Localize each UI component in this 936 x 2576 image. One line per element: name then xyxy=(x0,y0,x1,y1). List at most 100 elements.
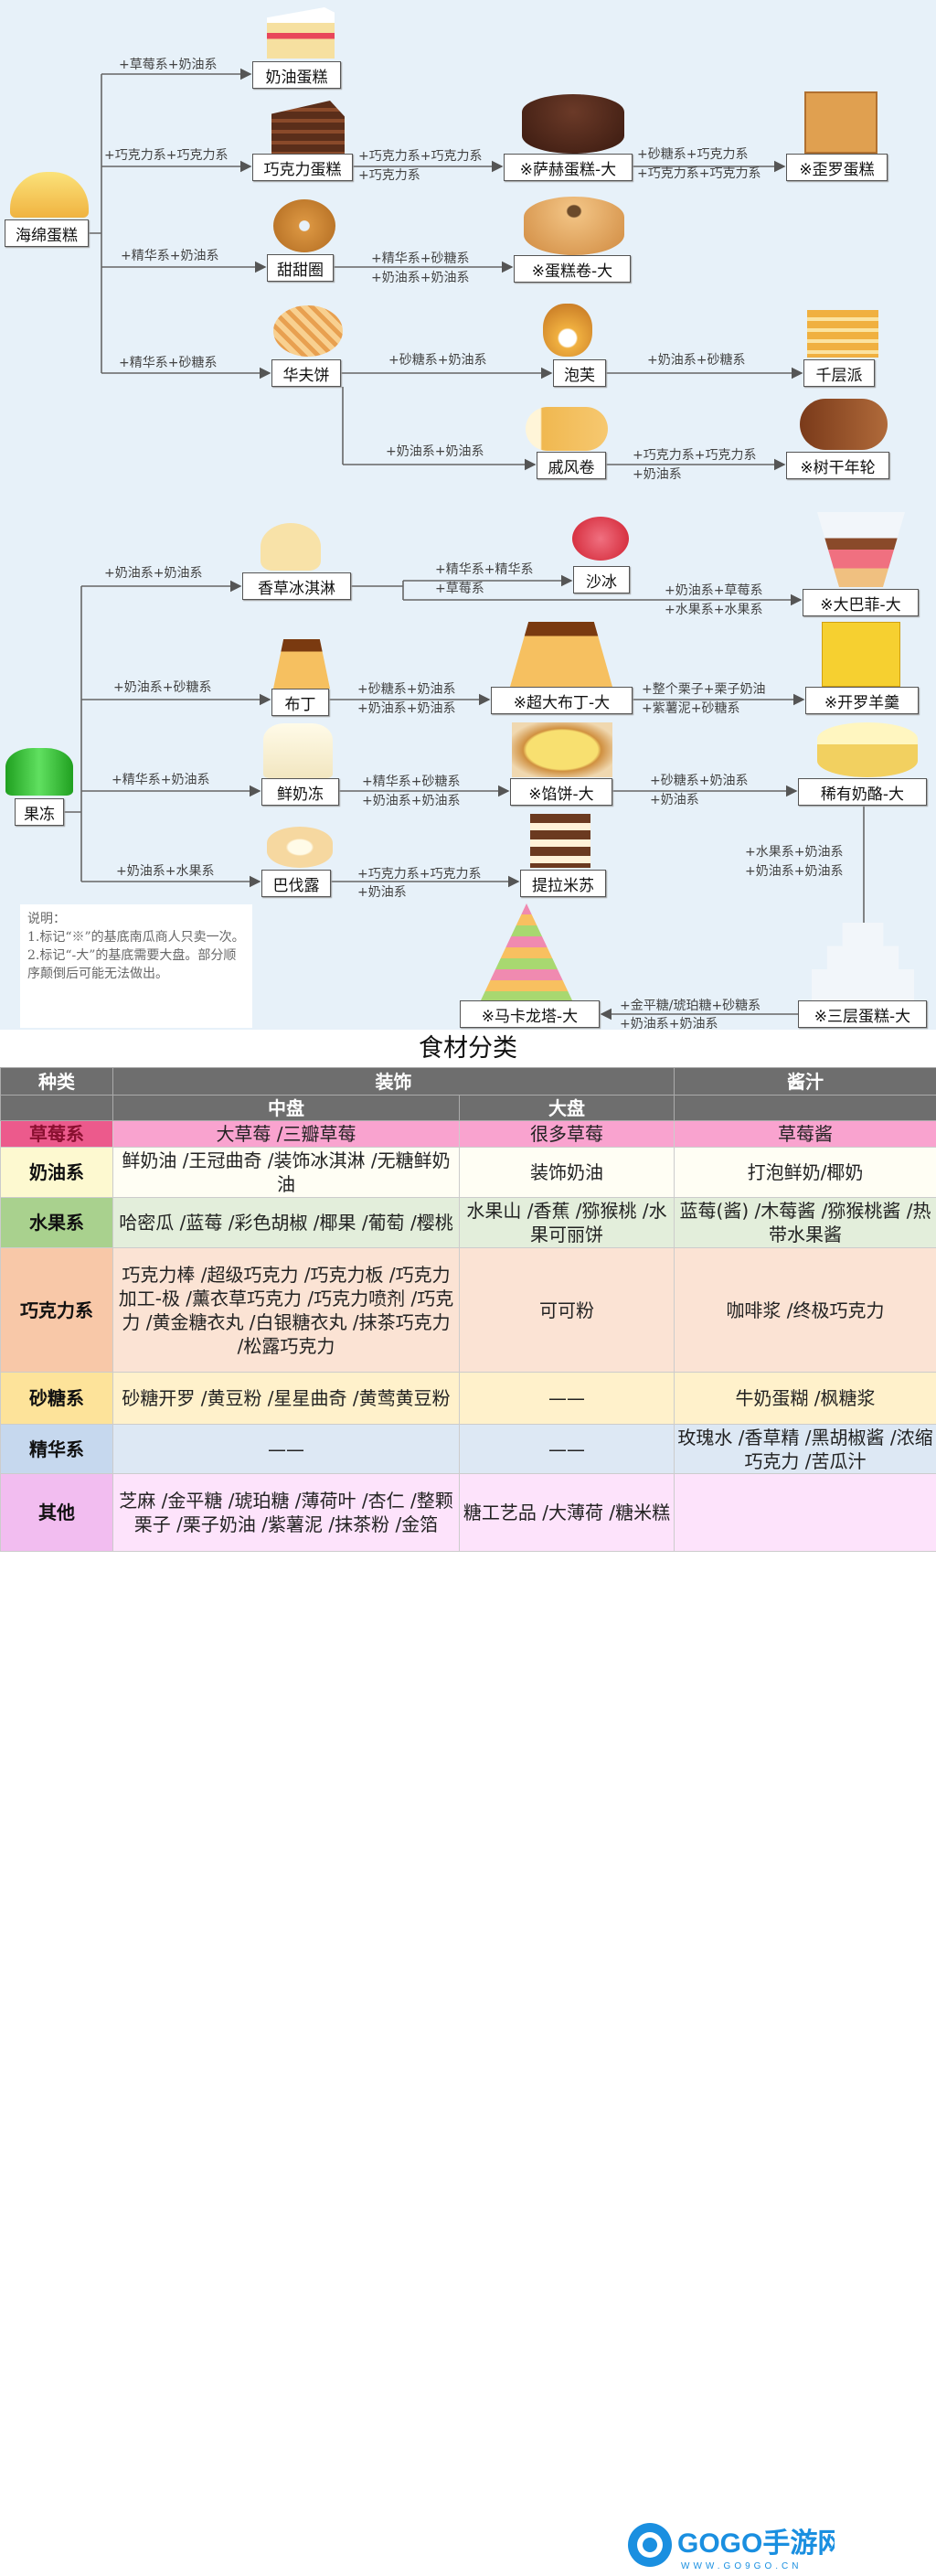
waffle-icon xyxy=(273,305,343,357)
cell-medium: 芝麻 /金平糖 /琥珀糖 /薄荷叶 /杏仁 /整颗栗子 /栗子奶油 /紫薯泥 /… xyxy=(113,1474,460,1552)
node-tiramisu: 提拉米苏 xyxy=(520,870,606,897)
cell-medium: 巧克力棒 /超级巧克力 /巧克力板 /巧克力加工-极 /薰衣草巧克力 /巧克力喷… xyxy=(113,1248,460,1373)
node-cake-roll: ※蛋糕卷-大 xyxy=(514,255,631,283)
yokan-icon xyxy=(822,622,900,687)
shaved-ice-icon xyxy=(572,517,629,561)
mille-feuille-icon xyxy=(807,310,878,358)
cheesecake-icon xyxy=(817,722,918,777)
edge-label: +巧克力系+巧克力系 xyxy=(104,148,228,164)
node-jelly: 果冻 xyxy=(15,798,64,826)
node-chiffon-roll: 戚风卷 xyxy=(537,452,606,479)
edge-label: +奶油系+奶油系 xyxy=(104,566,202,582)
edge-label: +砂糖系+奶油系 xyxy=(650,774,748,789)
table-row: 奶油系鲜奶油 /王冠曲奇 /装饰冰淇淋 /无糖鲜奶油装饰奶油打泡鲜奶/椰奶 xyxy=(1,1148,936,1198)
edge-label: +草莓系+奶油系 xyxy=(119,58,217,73)
panna-cotta-icon xyxy=(263,723,333,778)
cell-sauce: 打泡鲜奶/椰奶 xyxy=(675,1148,936,1198)
node-macaron-tower: ※马卡龙塔-大 xyxy=(460,1000,600,1028)
cell-sauce: 玫瑰水 /香草精 /黑胡椒酱 /浓缩巧克力 /苦瓜汁 xyxy=(675,1425,936,1474)
node-sponge-cake: 海绵蛋糕 xyxy=(5,219,89,247)
edge-label: +巧克力系+巧克力系 xyxy=(357,867,481,882)
node-shaved-ice: 沙冰 xyxy=(573,566,630,593)
svg-text:GOGO手游网: GOGO手游网 xyxy=(677,2528,835,2559)
node-bavarois: 巴伐露 xyxy=(261,870,331,897)
bavarois-icon xyxy=(267,827,333,868)
sacher-cake-icon xyxy=(522,94,624,154)
edge-label: +紫薯泥+砂糖系 xyxy=(642,701,739,717)
cell-sauce: 草莓酱 xyxy=(675,1121,936,1148)
gogo-logo-icon: GOGO手游网 WWW.GO9GO.CN xyxy=(624,2517,835,2572)
edge-label: +奶油系 xyxy=(633,467,682,483)
header-decor: 装饰 xyxy=(113,1068,675,1096)
header-large: 大盘 xyxy=(460,1096,675,1121)
ingredient-table-section: 食材分类 种类 装饰 酱汁 中盘 大盘 草莓系大草莓 /三瓣草莓很多草莓草莓酱奶… xyxy=(0,1030,936,1551)
edge-label: +奶油系+奶油系 xyxy=(745,864,843,880)
node-pudding: 布丁 xyxy=(271,689,329,716)
cell-large: —— xyxy=(460,1425,675,1474)
edge-label: +奶油系+水果系 xyxy=(116,864,214,880)
box-cake-icon xyxy=(804,91,878,154)
recipe-diagram: 海绵蛋糕 奶油蛋糕 巧克力蛋糕 ※萨赫蛋糕-大 ※歪罗蛋糕 甜甜圈 ※蛋糕卷-大… xyxy=(0,0,936,1030)
edge-label: +奶油系 xyxy=(650,793,699,808)
node-tart: ※馅饼-大 xyxy=(510,778,612,806)
edge-label: +巧克力系+巧克力系 xyxy=(633,448,756,464)
cell-large: 可可粉 xyxy=(460,1248,675,1373)
cell-medium: 大草莓 /三瓣草莓 xyxy=(113,1121,460,1148)
edge-label: +砂糖系+奶油系 xyxy=(357,682,455,698)
cell-sauce: 咖啡浆 /终极巧克力 xyxy=(675,1248,936,1373)
edge-label: +巧克力系 xyxy=(358,168,420,184)
gogo-watermark-logo: GOGO手游网 WWW.GO9GO.CN xyxy=(624,2517,835,2572)
node-cream-cake: 奶油蛋糕 xyxy=(252,61,341,89)
cell-medium: 砂糖开罗 /黄豆粉 /星星曲奇 /黄莺黄豆粉 xyxy=(113,1373,460,1425)
table-row: 精华系————玫瑰水 /香草精 /黑胡椒酱 /浓缩巧克力 /苦瓜汁 xyxy=(1,1425,936,1474)
donut-icon xyxy=(273,199,335,252)
cell-sauce xyxy=(675,1474,936,1552)
cell-type: 精华系 xyxy=(1,1425,113,1474)
node-log-cake: ※树干年轮 xyxy=(786,452,889,479)
node-waffle: 华夫饼 xyxy=(271,359,341,387)
edge-label: +砂糖系+奶油系 xyxy=(388,353,486,369)
edge-label: +整个栗子+栗子奶油 xyxy=(642,682,765,698)
node-cheesecake: 稀有奶酪-大 xyxy=(798,778,927,806)
cell-type: 砂糖系 xyxy=(1,1373,113,1425)
cell-type: 水果系 xyxy=(1,1198,113,1248)
note-line: 2.标记“-大”的基底需要大盘。部分顺序颠倒后可能无法做出。 xyxy=(27,946,245,983)
cell-large: —— xyxy=(460,1373,675,1425)
table-row: 其他芝麻 /金平糖 /琥珀糖 /薄荷叶 /杏仁 /整颗栗子 /栗子奶油 /紫薯泥… xyxy=(1,1474,936,1552)
note-title: 说明： xyxy=(27,910,245,928)
table-row: 水果系哈密瓜 /蓝莓 /彩色胡椒 /椰果 /葡萄 /樱桃水果山 /香蕉 /猕猴桃… xyxy=(1,1198,936,1248)
edge-label: +奶油系+砂糖系 xyxy=(647,353,745,369)
chiffon-roll-icon xyxy=(526,407,608,451)
cell-type: 巧克力系 xyxy=(1,1248,113,1373)
cell-medium: 哈密瓜 /蓝莓 /彩色胡椒 /椰果 /葡萄 /樱桃 xyxy=(113,1198,460,1248)
header-type: 种类 xyxy=(1,1068,113,1096)
note-line: 1.标记“※”的基底南瓜商人只卖一次。 xyxy=(27,928,245,946)
node-box-cake: ※歪罗蛋糕 xyxy=(786,154,888,181)
cell-type: 其他 xyxy=(1,1474,113,1552)
cell-type: 草莓系 xyxy=(1,1121,113,1148)
node-parfait: ※大巴菲-大 xyxy=(803,589,919,616)
node-sacher-cake: ※萨赫蛋糕-大 xyxy=(504,154,633,181)
edge-label: +奶油系+草莓系 xyxy=(665,583,762,599)
log-cake-icon xyxy=(800,399,888,450)
node-panna-cotta: 鲜奶冻 xyxy=(261,778,339,806)
table-row: 巧克力系巧克力棒 /超级巧克力 /巧克力板 /巧克力加工-极 /薰衣草巧克力 /… xyxy=(1,1248,936,1373)
cell-medium: —— xyxy=(113,1425,460,1474)
node-mille-feuille: 千层派 xyxy=(803,359,875,387)
edge-label: +砂糖系+巧克力系 xyxy=(637,147,748,163)
edge-label: +精华系+砂糖系 xyxy=(362,775,460,790)
cell-large: 水果山 /香蕉 /猕猴桃 /水果可丽饼 xyxy=(460,1198,675,1248)
node-donut: 甜甜圈 xyxy=(267,254,334,282)
edge-label: +奶油系+奶油系 xyxy=(357,701,455,717)
edge-label: +奶油系 xyxy=(357,885,407,901)
edge-label: +金平糖/琥珀糖+砂糖系 xyxy=(620,999,760,1014)
node-big-pudding: ※超大布丁-大 xyxy=(491,687,633,714)
vanilla-ice-cream-icon xyxy=(261,523,321,571)
edge-label: +巧克力系+巧克力系 xyxy=(358,149,482,165)
legend-note: 说明： 1.标记“※”的基底南瓜商人只卖一次。 2.标记“-大”的基底需要大盘。… xyxy=(20,904,252,1028)
cell-large: 糖工艺品 /大薄荷 /糖米糕 xyxy=(460,1474,675,1552)
edge-label: +奶油系+奶油系 xyxy=(386,444,484,460)
jelly-icon xyxy=(5,748,73,796)
edge-label: +精华系+砂糖系 xyxy=(119,356,217,371)
table-row: 砂糖系砂糖开罗 /黄豆粉 /星星曲奇 /黄莺黄豆粉——牛奶蛋糊 /枫糖浆 xyxy=(1,1373,936,1425)
